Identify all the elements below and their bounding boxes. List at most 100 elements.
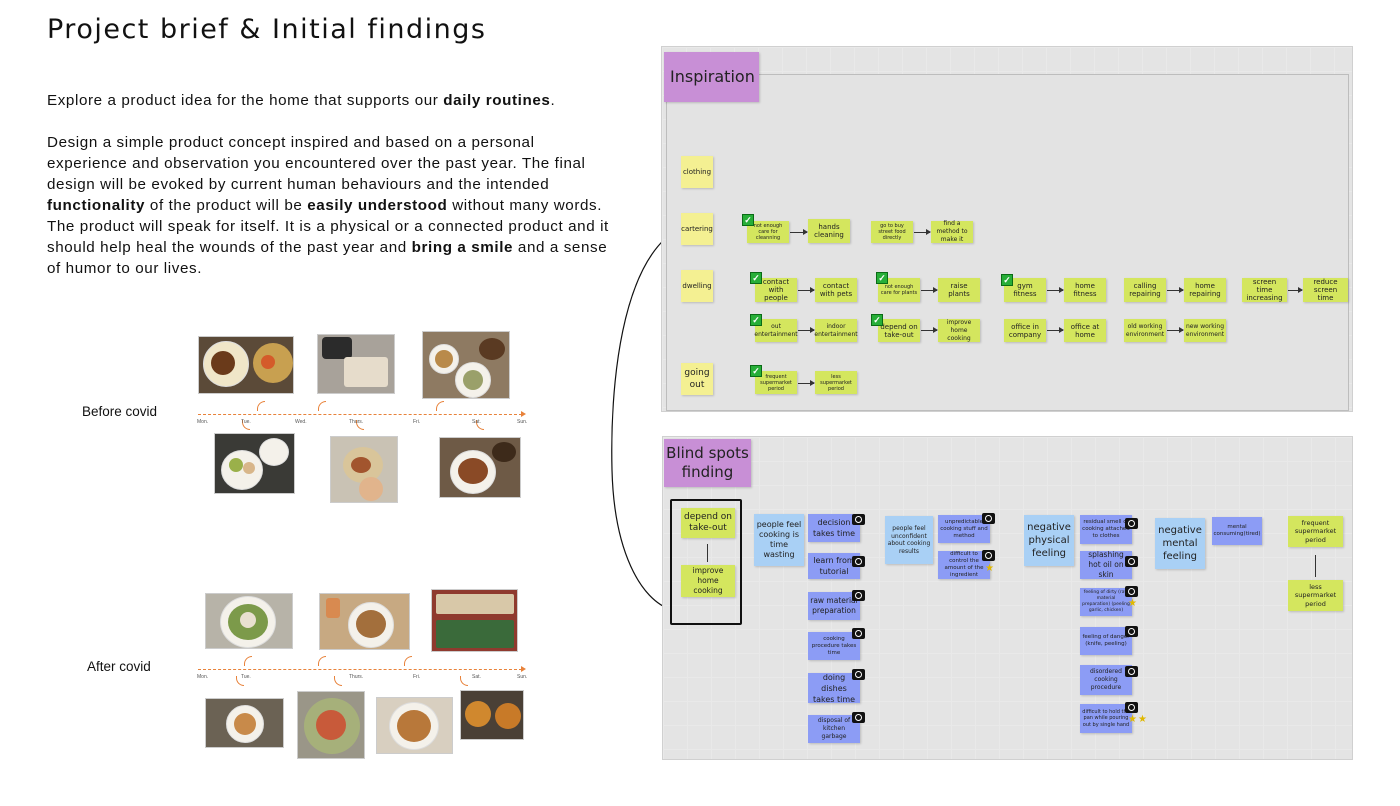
brief-paragraph-2: Design a simple product concept inspired…: [47, 134, 609, 277]
category-note: going out: [681, 363, 713, 395]
finding-note: improve home cooking: [938, 319, 980, 342]
issue-note: learn from tutorial: [808, 553, 860, 579]
checkmark-icon: ✓: [742, 214, 754, 226]
inspiration-title: Inspiration: [664, 52, 759, 102]
finding-note: find a method to make it: [931, 220, 973, 243]
arrow-icon: [1288, 287, 1303, 293]
finding-note: hands cleaning: [808, 219, 850, 243]
star-icon: ★: [1128, 714, 1137, 725]
finding-note: not enough care for cleanning: [747, 221, 789, 243]
issue-note: disordered cooking procedure: [1080, 665, 1132, 695]
camera-icon: [982, 550, 995, 561]
finding-note: improve home cooking: [681, 565, 735, 597]
camera-icon: [852, 669, 865, 680]
arrow-icon: [790, 229, 808, 235]
insight-note: people feel cooking is time wasting: [754, 514, 804, 566]
day-label: Mon.: [197, 674, 209, 680]
finding-note: screen time increasing: [1242, 278, 1287, 302]
finding-note: frequent supermarket period: [1288, 516, 1343, 547]
project-brief: Explore a product idea for the home that…: [47, 90, 617, 300]
issue-note: disposal of kitchen garbage: [808, 715, 860, 743]
checkmark-icon: ✓: [750, 314, 762, 326]
brief-paragraph-1: Explore a product idea for the home that…: [47, 92, 556, 109]
camera-icon: [982, 513, 995, 524]
link-curve: [460, 676, 468, 686]
after-covid-timeline: [198, 669, 522, 670]
finding-note: frequent supermarket period: [755, 371, 797, 394]
before-covid-timeline: [198, 414, 522, 415]
food-photo: [198, 336, 294, 394]
issue-note: unpredictable cooking stuff and method: [938, 515, 990, 543]
insight-note: negative mental feeling: [1155, 518, 1205, 569]
food-photo: [205, 698, 284, 748]
food-photo: [431, 589, 518, 652]
issue-note: mental consuming(tired): [1212, 517, 1262, 545]
issue-note: cooking procedure takes time: [808, 632, 860, 660]
finding-note: new working environment: [1184, 319, 1226, 342]
link-curve: [257, 401, 265, 411]
arrow-icon: [1047, 327, 1064, 333]
arrow-icon: [914, 229, 931, 235]
day-label: Sat.: [472, 419, 481, 425]
finding-note: less supermarket period: [1288, 580, 1343, 611]
issue-note: residual smell of cooking attached to cl…: [1080, 515, 1132, 544]
link-curve: [318, 656, 326, 666]
category-note: cartering: [681, 213, 713, 245]
camera-icon: [1125, 518, 1138, 529]
arrow-icon: [798, 287, 815, 293]
food-photo: [439, 437, 521, 498]
finding-note: reduce screen time: [1303, 278, 1348, 302]
finding-note: contact with pets: [815, 278, 857, 302]
star-icon: ★: [985, 563, 994, 574]
checkmark-icon: ✓: [1001, 274, 1013, 286]
finding-note: indoor entertainment: [814, 319, 858, 342]
day-label: Fri.: [413, 419, 421, 425]
issue-note: feeling of danger (knife, peeling): [1080, 627, 1132, 655]
connector-line: [707, 544, 708, 562]
camera-icon: [852, 712, 865, 723]
link-curve: [404, 656, 412, 666]
link-curve: [436, 401, 444, 411]
arrow-icon: [1047, 287, 1064, 293]
day-label: Mon.: [197, 419, 209, 425]
day-label: Tue.: [241, 674, 251, 680]
day-label: Sun.: [517, 674, 528, 680]
issue-note: difficult to hold the pan while pouring …: [1080, 704, 1132, 733]
arrow-icon: [1167, 287, 1184, 293]
issue-note: feeling of dirty (raw material preparati…: [1080, 588, 1132, 616]
blindspots-board: [662, 436, 1353, 760]
before-covid-label: Before covid: [82, 404, 158, 419]
finding-note: less supermarket period: [815, 371, 857, 394]
takeout-highlight-box: [670, 499, 742, 625]
finding-note: out entertainment: [754, 319, 798, 342]
issue-note: decision takes time: [808, 514, 860, 542]
timeline-arrow-icon: [521, 666, 526, 672]
finding-note: contact with people: [755, 278, 797, 302]
food-photo: [297, 691, 365, 759]
food-photo: [214, 433, 295, 494]
link-curve: [244, 656, 252, 666]
food-photo: [376, 697, 453, 754]
camera-icon: [852, 628, 865, 639]
arrow-icon: [921, 327, 938, 333]
finding-note: depend on take-out: [681, 508, 735, 538]
day-label: Sun.: [517, 419, 528, 425]
finding-note: raise plants: [938, 278, 980, 302]
food-photo: [317, 334, 395, 394]
after-covid-label: After covid: [87, 659, 151, 674]
food-photo: [319, 593, 410, 650]
day-label: Thurs.: [349, 674, 364, 680]
page-title: Project brief & Initial findings: [47, 14, 487, 45]
camera-icon: [1125, 626, 1138, 637]
food-photo: [205, 593, 293, 649]
camera-icon: [852, 514, 865, 525]
checkmark-icon: ✓: [750, 272, 762, 284]
finding-note: depend on take-out: [878, 319, 920, 342]
issue-note: doing dishes takes time: [808, 673, 860, 704]
insight-note: negative physical feeling: [1024, 515, 1074, 566]
checkmark-icon: ✓: [750, 365, 762, 377]
checkmark-icon: ✓: [871, 314, 883, 326]
camera-icon: [852, 590, 865, 601]
star-icon: ★: [1128, 598, 1137, 609]
food-photo: [422, 331, 510, 399]
